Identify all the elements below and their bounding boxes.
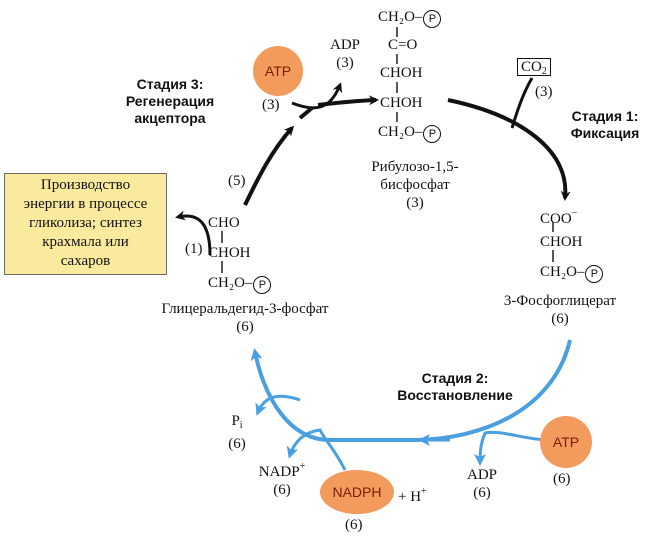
stage1-label: Стадия 1: Фиксация xyxy=(555,108,655,142)
pga-line-3: CH₂O–P xyxy=(540,263,604,283)
phosphate-icon: P xyxy=(423,125,442,143)
stage2-subtitle: Восстановление xyxy=(397,387,513,403)
adp-bottom-label: ADP xyxy=(466,467,497,483)
stage3-title: Стадия 3: xyxy=(136,76,204,92)
ribulose-line-2: C=O xyxy=(388,37,418,53)
pga-name-text: 3-Фосфоглицерат xyxy=(503,293,617,309)
co2-count: (3) xyxy=(535,84,553,100)
pi-branch xyxy=(255,394,301,416)
pi-count: (6) xyxy=(228,436,246,452)
adp-bottom: ADP (6) xyxy=(460,466,504,502)
stage3-to-ribulose-arrow xyxy=(317,95,379,107)
stage3-label: Стадия 3: Регенерация акцептора xyxy=(110,76,230,127)
nadph-plus-h: + H+ xyxy=(398,486,427,505)
phosphate-icon: P xyxy=(585,265,604,283)
gap-line-2: CHOH xyxy=(208,245,251,261)
nadph-branch xyxy=(286,428,347,471)
glycolysis-output-box: Производство энергии в процессе гликолиз… xyxy=(4,173,167,275)
ribulose-name: Рибулозо-1,5- бисфосфат (3) xyxy=(360,158,470,212)
co2-box: CO2 xyxy=(517,58,551,81)
gap-line-1: CHO xyxy=(208,215,240,231)
nadph-count: (6) xyxy=(345,517,363,533)
atp-top-ball: ATP xyxy=(253,46,303,96)
yellow-box-line-4: крахмала или xyxy=(42,234,129,250)
ribulose-line-4: CHOH xyxy=(380,95,423,111)
atp-top-count: (3) xyxy=(262,97,280,113)
yellow-box-line-3: гликолиза; синтез xyxy=(29,215,142,231)
yellow-box-line-2: энергии в процессе xyxy=(23,196,148,212)
stage1-title: Стадия 1: xyxy=(571,108,639,124)
gap-line-3: CH₂O–P xyxy=(208,274,272,294)
stage1-subtitle: Фиксация xyxy=(570,125,640,141)
step-1-label: (1) xyxy=(185,241,203,257)
yellow-box-line-1: Производство xyxy=(40,177,131,193)
pi-label: Pi xyxy=(231,413,243,431)
step-5-label: (5) xyxy=(228,173,246,189)
ribulose-count: (3) xyxy=(406,195,424,211)
nadph-ball: NADPH xyxy=(320,470,394,514)
ribulose-name-2: бисфосфат xyxy=(380,177,450,193)
atp-bottom-count: (6) xyxy=(553,471,571,487)
pga-name: 3-Фосфоглицерат (6) xyxy=(490,292,630,328)
atp-bottom-ball: ATP xyxy=(540,416,592,468)
ribulose-line-1: CH₂O–P xyxy=(378,8,442,28)
stage3-dash-1 xyxy=(298,106,314,120)
pga-line-2: CHOH xyxy=(540,234,583,250)
pi: Pi (6) xyxy=(222,412,252,453)
atp-bottom-branch xyxy=(474,430,546,466)
phosphate-icon: P xyxy=(253,276,272,294)
adp-bottom-count: (6) xyxy=(473,485,491,501)
ribulose-name-1: Рибулозо-1,5- xyxy=(371,159,459,175)
ribulose-line-3: CHOH xyxy=(380,65,423,81)
gap-name-text: Глицеральдегид-3-фосфат xyxy=(161,301,329,317)
adp-top: ADP (3) xyxy=(325,36,365,72)
gap-export-arrow xyxy=(175,210,212,256)
pga-line-1: COO− xyxy=(540,208,578,227)
yellow-box-line-5: сахаров xyxy=(60,253,111,269)
stage3-subtitle-2: акцептора xyxy=(134,110,206,126)
nadp-label: NADP+ xyxy=(258,461,306,480)
nadp-count: (6) xyxy=(273,482,291,498)
ribulose-line-5: CH₂O–P xyxy=(378,123,442,143)
stage3-regeneration-arrow xyxy=(243,125,295,206)
adp-top-label: ADP xyxy=(329,37,360,53)
pga-count: (6) xyxy=(551,311,569,327)
stage2-label: Стадия 2: Восстановление xyxy=(395,370,515,404)
phosphate-icon: P xyxy=(423,10,442,28)
gap-name: Глицеральдегид-3-фосфат (6) xyxy=(130,300,360,336)
stage3-subtitle-1: Регенерация xyxy=(125,93,215,109)
adp-top-count: (3) xyxy=(336,55,354,71)
co2-input-arrow xyxy=(510,77,534,129)
nadp: NADP+ (6) xyxy=(252,458,312,499)
gap-count: (6) xyxy=(236,319,254,335)
stage2-title: Стадия 2: xyxy=(421,370,489,386)
stage1-fixation-arrow xyxy=(447,98,571,201)
